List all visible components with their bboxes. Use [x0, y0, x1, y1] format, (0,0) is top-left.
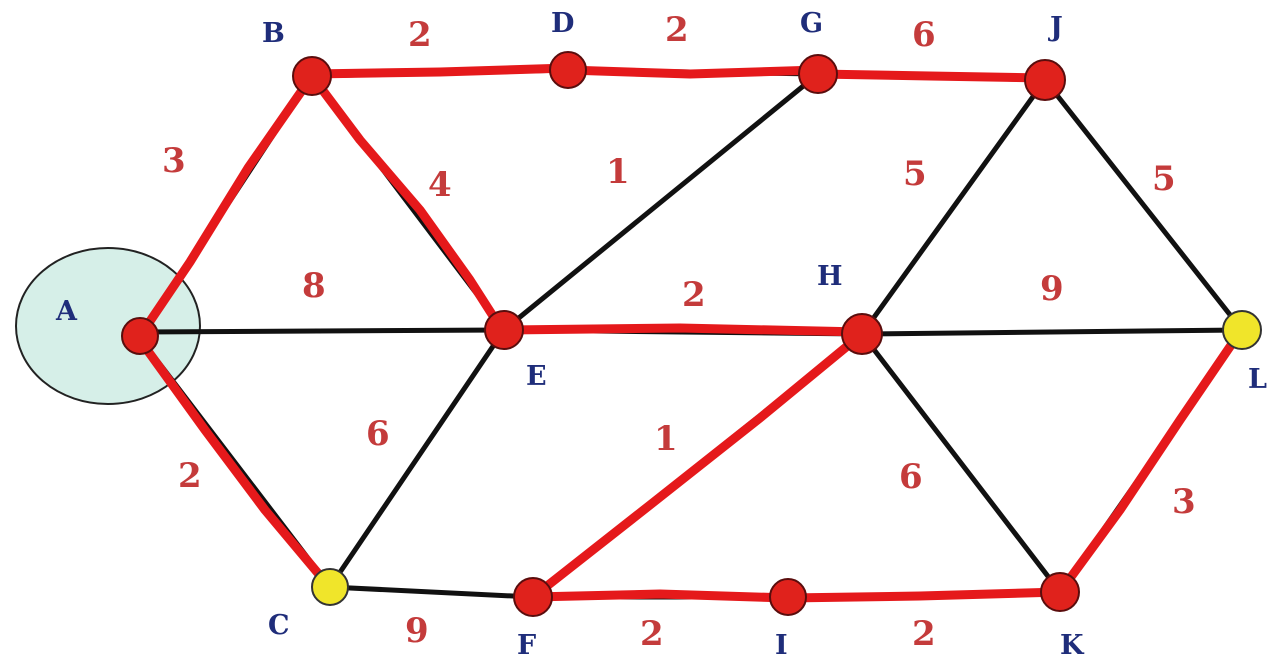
edge-H-L	[859, 327, 1245, 337]
node-B	[292, 56, 332, 96]
node-C	[311, 568, 349, 606]
edge-H-K	[859, 331, 1063, 595]
weight-F-H: 1	[654, 419, 678, 459]
edge-C-F	[327, 584, 536, 600]
edge-J-H	[859, 77, 1048, 337]
node-label-L: L	[1248, 364, 1267, 395]
weight-H-K: 6	[899, 457, 923, 497]
path-edge-B-D	[307, 63, 573, 79]
node-label-H: H	[817, 261, 843, 292]
node-label-K: K	[1060, 630, 1085, 661]
node-G	[798, 54, 838, 94]
weight-G-E: 1	[606, 152, 630, 192]
path-edge-K-L	[1055, 327, 1245, 597]
node-label-B: B	[262, 18, 285, 49]
weight-J-H: 5	[903, 154, 927, 194]
path-edge-A-C	[135, 335, 327, 583]
edges-layer	[137, 67, 1245, 600]
node-L	[1222, 310, 1262, 350]
path-edge-D-G	[563, 65, 823, 79]
weight-C-E: 6	[366, 414, 390, 454]
edge-J-L	[1042, 77, 1245, 333]
weight-F-I: 2	[640, 614, 664, 654]
weight-A-B: 3	[162, 141, 186, 181]
weights-layer: 3 8 2 2 4 2 1 6 5 5 2 9 6 9 1 6 2 2 3	[162, 10, 1196, 654]
path-edge-I-K	[783, 587, 1065, 603]
weight-A-E: 8	[302, 266, 326, 306]
node-I	[769, 578, 807, 616]
weight-B-D: 2	[408, 15, 432, 55]
node-label-F: F	[517, 630, 536, 661]
node-D	[549, 51, 587, 89]
node-labels-layer: A B C D E F G H I J K L	[55, 8, 1267, 661]
nodes-layer	[121, 51, 1262, 617]
weight-D-G: 2	[665, 10, 689, 50]
node-label-I: I	[775, 630, 788, 661]
node-A	[121, 317, 159, 355]
node-F	[513, 577, 553, 617]
edge-C-E	[327, 327, 507, 590]
weight-G-J: 6	[912, 15, 936, 55]
node-label-D: D	[551, 8, 574, 39]
weight-J-L: 5	[1152, 159, 1176, 199]
weight-A-C: 2	[178, 456, 202, 496]
weight-K-L: 3	[1172, 482, 1196, 522]
path-edge-A-B	[135, 71, 317, 341]
path-edge-B-E	[307, 71, 507, 335]
node-label-E: E	[526, 361, 547, 392]
node-E	[484, 310, 524, 350]
weight-C-F: 9	[405, 611, 429, 651]
node-label-J: J	[1048, 12, 1063, 43]
weight-B-E: 4	[428, 165, 452, 205]
edge-A-E	[137, 327, 507, 335]
weight-E-H: 2	[682, 275, 706, 315]
path-edge-G-J	[813, 69, 1050, 83]
path-layer	[135, 63, 1245, 603]
path-edge-F-H	[528, 329, 867, 602]
node-label-G: G	[800, 8, 823, 39]
node-J	[1024, 59, 1066, 101]
node-K	[1040, 572, 1080, 612]
path-edge-F-I	[528, 589, 793, 603]
path-edge-E-H	[499, 323, 867, 337]
node-label-A: A	[55, 296, 78, 327]
weight-H-L: 9	[1040, 269, 1064, 309]
node-label-C: C	[268, 610, 290, 641]
edge-G-E	[501, 71, 821, 333]
weight-I-K: 2	[912, 614, 936, 654]
node-H	[841, 313, 883, 355]
